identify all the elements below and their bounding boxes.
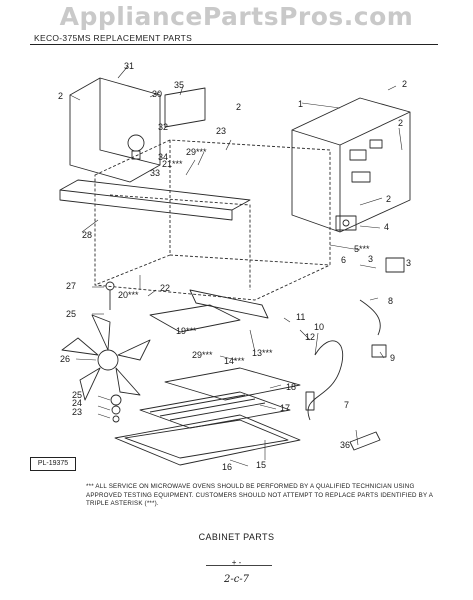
callout-18: 18 <box>286 382 296 392</box>
callout-15: 15 <box>256 460 266 470</box>
callout-5: 5*** <box>354 244 370 254</box>
terminal-plate <box>385 257 405 273</box>
callout-13: 13*** <box>252 348 273 358</box>
callout-25a: 25 <box>66 309 76 319</box>
callout-23b: 23 <box>72 407 82 417</box>
callout-25b: 25 <box>72 390 82 400</box>
callout-17: 17 <box>280 403 290 413</box>
callout-8: 8 <box>388 296 393 306</box>
diagram-linework <box>59 65 411 467</box>
callout-23a: 23 <box>216 126 226 136</box>
callout-33: 33 <box>150 168 160 178</box>
heating-element <box>139 391 291 429</box>
callout-10: 10 <box>314 322 324 332</box>
callout-6: 6 <box>341 255 346 265</box>
side-panel <box>69 77 161 183</box>
callout-14: 14*** <box>224 356 245 366</box>
callout-20: 20*** <box>118 290 139 300</box>
callout-31: 31 <box>124 61 134 71</box>
callout-4: 4 <box>384 222 389 232</box>
callout-32: 32 <box>158 122 168 132</box>
fan-blade <box>61 314 151 401</box>
footer-divider <box>206 565 272 566</box>
callout-29a: 29*** <box>186 147 207 157</box>
oven-lamp <box>127 134 145 160</box>
callout-16: 16 <box>222 462 232 472</box>
callout-1: 1 <box>298 99 303 109</box>
callout-2b: 2 <box>236 102 241 112</box>
callout-26: 26 <box>60 354 70 364</box>
callout-29b: 29*** <box>192 350 213 360</box>
callout-30: 30 <box>152 89 162 99</box>
diagram-caption: CABINET PARTS <box>198 532 275 542</box>
callout-21: 21*** <box>162 159 183 169</box>
callout-9: 9 <box>390 353 395 363</box>
vent-panel <box>59 179 251 211</box>
screw-stack <box>105 281 122 423</box>
callout-labels: 1 2 2 2 2 2 3 3 4 5*** 6 7 8 9 10 11 12 … <box>58 61 411 472</box>
probe-cable <box>305 340 381 451</box>
plate-number: PL-19375 <box>30 457 76 471</box>
switch-assembly <box>335 215 357 231</box>
leader-lines <box>69 65 403 467</box>
callout-3a: 3 <box>368 254 373 264</box>
callout-2a: 2 <box>58 91 63 101</box>
oven-rack <box>164 367 301 401</box>
callout-36: 36 <box>340 440 350 450</box>
callout-34: 34 <box>158 152 168 162</box>
callout-11: 11 <box>296 312 305 322</box>
watermark-logo: AppliancePartsPros.com <box>59 2 414 31</box>
callout-24: 24 <box>72 398 82 408</box>
callout-12: 12 <box>305 332 315 342</box>
outer-case <box>291 97 411 233</box>
callout-27: 27 <box>66 281 76 291</box>
wire-harness <box>359 299 381 336</box>
service-note: *** ALL SERVICE ON MICROWAVE OVENS SHOUL… <box>86 483 433 507</box>
document-header-title: KECO-375MS REPLACEMENT PARTS <box>34 33 193 43</box>
callout-2e: 2 <box>386 194 391 204</box>
footer-mark: + - <box>231 558 242 567</box>
cabinet-frame <box>94 139 331 301</box>
callout-22: 22 <box>160 283 170 293</box>
callout-3b: 3 <box>406 258 411 268</box>
mounting-strip <box>189 289 269 319</box>
callout-35: 35 <box>174 80 184 90</box>
page-number: 2-c-7 <box>223 574 250 585</box>
callout-2d: 2 <box>398 118 403 128</box>
callout-7: 7 <box>344 400 349 410</box>
connector-block <box>371 344 387 358</box>
oven-tray <box>114 414 301 466</box>
shield-plate <box>164 87 206 128</box>
header-divider <box>30 44 438 45</box>
callout-2c: 2 <box>402 79 407 89</box>
callout-19: 19*** <box>176 326 197 336</box>
motor-bracket <box>149 304 241 333</box>
callout-28: 28 <box>82 230 92 240</box>
